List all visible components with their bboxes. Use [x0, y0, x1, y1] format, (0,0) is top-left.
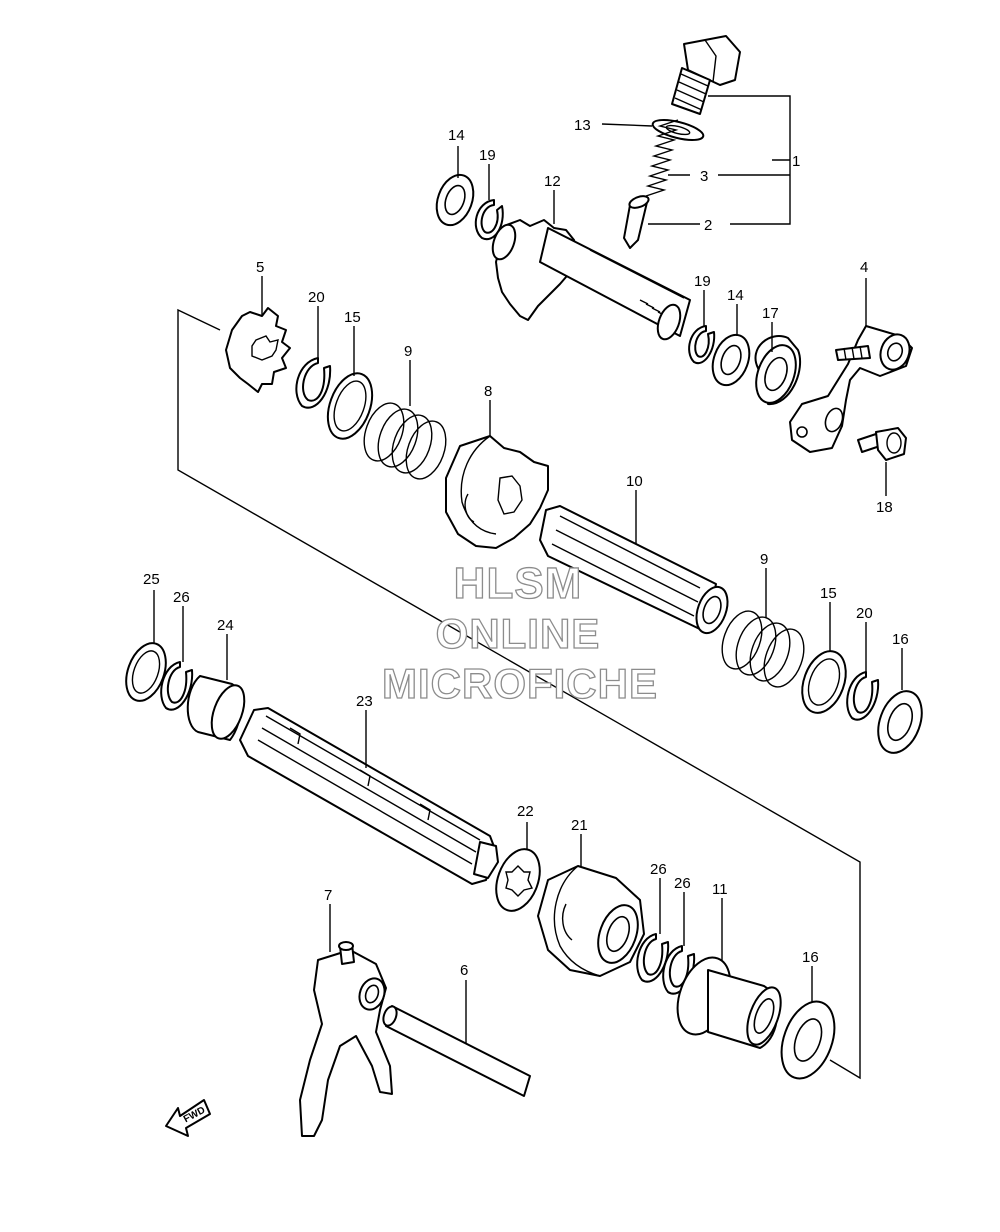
watermark-line-1: HLSM [454, 559, 583, 608]
callout-1: 1 [792, 153, 800, 170]
part-circlip-19-right [688, 325, 716, 365]
part-circlip-26-left [160, 661, 194, 711]
part-sleeve-11 [676, 956, 782, 1049]
callout-10: 10 [626, 473, 643, 490]
part-bolt-18 [857, 427, 907, 461]
callout-16-right: 16 [892, 631, 909, 648]
part-washer-16-right [877, 690, 923, 754]
part-shift-arm-4 [789, 325, 913, 453]
callout-6: 6 [460, 962, 468, 979]
callout-25: 25 [143, 571, 160, 588]
callout-26-left: 26 [173, 589, 190, 606]
callout-13: 13 [574, 117, 591, 134]
callout-3: 3 [700, 168, 708, 185]
part-pin-2 [623, 195, 650, 249]
part-rod-6 [382, 1005, 531, 1097]
part-washer-16-bottom [780, 1000, 836, 1080]
part-washer-14-right [711, 333, 751, 387]
callout-19-right: 19 [694, 273, 711, 290]
leader-lines [153, 95, 903, 1044]
callout-19-top: 19 [479, 147, 496, 164]
callout-22: 22 [517, 803, 534, 820]
callout-15-right: 15 [820, 585, 837, 602]
callout-2: 2 [704, 217, 712, 234]
part-washer-14-top [435, 173, 475, 227]
part-gear-5 [225, 307, 291, 393]
callout-20-top: 20 [308, 289, 325, 306]
callout-24: 24 [217, 617, 234, 634]
part-shaft-10 [539, 505, 729, 635]
callout-23: 23 [356, 693, 373, 710]
callout-18: 18 [876, 499, 893, 516]
callout-9-top: 9 [404, 343, 412, 360]
part-shift-fork-7 [299, 941, 393, 1137]
callout-9-right: 9 [760, 551, 768, 568]
callout-8: 8 [484, 383, 492, 400]
part-shaft-23 [239, 707, 499, 885]
part-spring-9-right [721, 610, 805, 688]
part-cam-8 [445, 435, 549, 549]
watermark-line-2: ONLINE [436, 610, 601, 657]
callout-26-mid: 26 [650, 861, 667, 878]
group-bracket-line [177, 308, 861, 1080]
fwd-arrow-icon: FWD [165, 1099, 211, 1137]
callout-15-top: 15 [344, 309, 361, 326]
part-washer-15-right [801, 650, 847, 714]
callout-14-right: 14 [727, 287, 744, 304]
callout-20-right: 20 [856, 605, 873, 622]
callout-12: 12 [544, 173, 561, 190]
part-circlip-19-top [474, 199, 504, 241]
part-bolt [671, 35, 741, 115]
part-spring-9-top [363, 402, 447, 480]
part-circlip-26-mid [636, 933, 670, 983]
callout-17: 17 [762, 305, 779, 322]
callout-4: 4 [860, 259, 868, 276]
watermark: HLSM ONLINE MICROFICHE [381, 558, 658, 707]
watermark-line-3: MICROFICHE [382, 660, 658, 707]
part-circlip-20-top [295, 357, 332, 409]
callout-14-top: 14 [448, 127, 465, 144]
callout-16-bottom: 16 [802, 949, 819, 966]
callout-21: 21 [571, 817, 588, 834]
part-spring-3 [645, 119, 679, 197]
part-collar-24 [186, 675, 246, 741]
callout-26-right: 26 [674, 875, 691, 892]
part-drum-21 [537, 865, 645, 977]
part-circlip-20-right [846, 671, 880, 721]
part-bearing-17 [754, 335, 802, 406]
callout-7: 7 [324, 887, 332, 904]
part-washer-15-top [326, 372, 374, 440]
part-gear-shaft-12 [491, 219, 691, 341]
callout-5: 5 [256, 259, 264, 276]
callout-numbers: 1 2 3 4 5 6 7 8 9 9 10 11 12 13 14 14 15… [143, 117, 909, 979]
part-plate-22 [495, 848, 541, 912]
callout-11: 11 [712, 881, 728, 898]
